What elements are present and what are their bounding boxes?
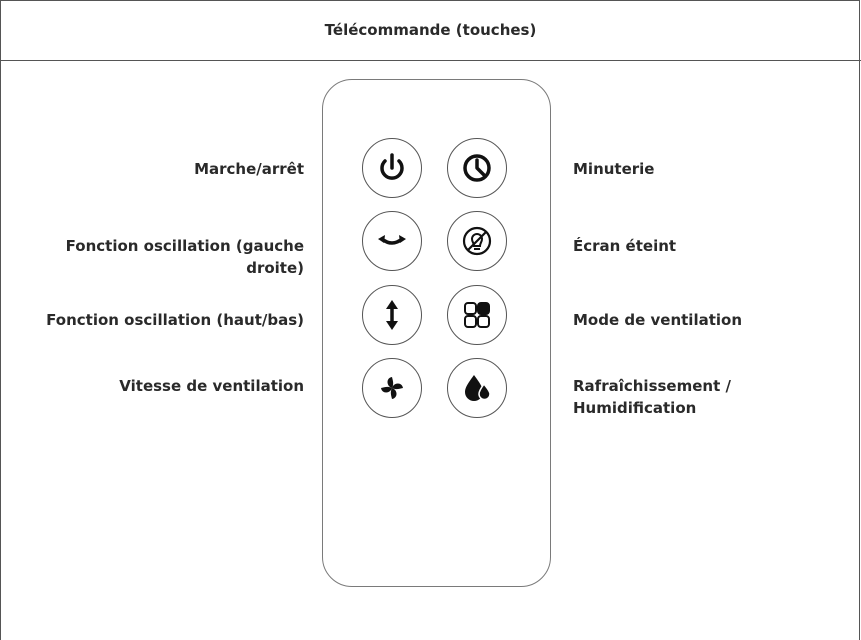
timer-button[interactable] <box>447 138 507 198</box>
timer-icon <box>459 150 495 186</box>
cooling-humidification-button[interactable] <box>447 358 507 418</box>
label-fan-speed: Vitesse de ventilation <box>119 377 304 395</box>
label-oscillation-up-down: Fonction oscillation (haut/bas) <box>46 311 304 329</box>
page-title-text: Télécommande (touches) <box>324 21 537 39</box>
power-icon <box>374 150 410 186</box>
oscillation-left-right-button[interactable] <box>362 211 422 271</box>
label-screen-off: Écran éteint <box>573 237 677 255</box>
oscillation-up-down-button[interactable] <box>362 285 422 345</box>
label-oscillation-left-right: Fonction oscillation (gauche droite) <box>65 237 304 277</box>
screen-off-icon <box>459 223 495 259</box>
fan-speed-button[interactable] <box>362 358 422 418</box>
label-power: Marche/arrêt <box>194 160 304 178</box>
power-button[interactable] <box>362 138 422 198</box>
oscillation-left-right-icon <box>374 223 410 259</box>
label-cooling-humidification: Rafraîchissement / Humidification <box>573 377 731 417</box>
label-ventilation-mode: Mode de ventilation <box>573 311 742 329</box>
humidification-drop-icon <box>459 370 495 406</box>
fan-speed-icon <box>374 370 410 406</box>
label-timer: Minuterie <box>573 160 655 178</box>
ventilation-mode-button[interactable] <box>447 285 507 345</box>
page-title: Télécommande (touches) <box>0 0 861 61</box>
screen-off-button[interactable] <box>447 211 507 271</box>
remote-control <box>322 79 551 587</box>
oscillation-up-down-icon <box>374 297 410 333</box>
ventilation-mode-icon <box>459 297 495 333</box>
